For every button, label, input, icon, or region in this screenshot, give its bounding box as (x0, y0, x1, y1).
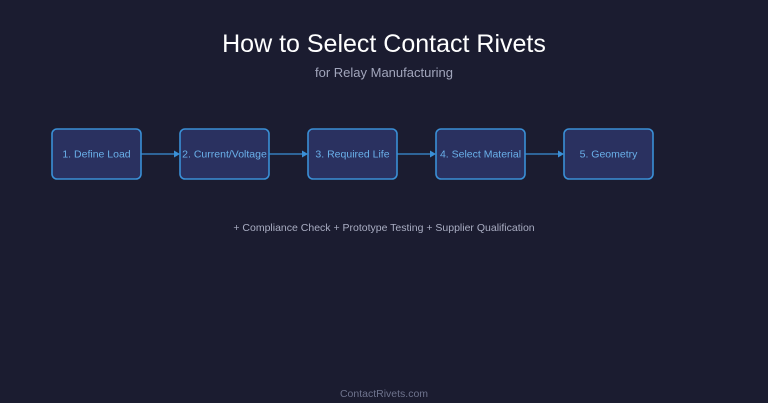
step-4-node: 4. Select Material (435, 128, 526, 180)
step-4-label: 4. Select Material (440, 149, 521, 161)
arrow-1-2 (141, 150, 180, 158)
arrow-3-4 (397, 150, 436, 158)
step-5-box (563, 128, 654, 180)
step-5-label: 5. Geometry (580, 149, 639, 161)
arrow-2-3-head (302, 150, 308, 158)
additional-steps-note: + Compliance Check + Prototype Testing +… (233, 222, 535, 234)
diagram-title: How to Select Contact Rivets (222, 30, 546, 58)
step-1-node: 1. Define Load (51, 128, 142, 180)
arrow-1-2-head (174, 150, 180, 158)
arrow-4-5 (525, 150, 564, 158)
arrow-2-3 (269, 150, 308, 158)
step-3-label: 3. Required Life (315, 149, 389, 161)
footer-website: ContactRivets.com (339, 388, 429, 400)
step-2-label: 2. Current/Voltage (182, 149, 267, 161)
arrow-4-5-head (558, 150, 564, 158)
step-5-node: 5. Geometry (563, 128, 654, 180)
step-3-node: 3. Required Life (307, 128, 398, 180)
step-2-node: 2. Current/Voltage (179, 128, 270, 180)
diagram-subtitle: for Relay Manufacturing (314, 65, 453, 80)
arrow-3-4-head (430, 150, 436, 158)
step-1-label: 1. Define Load (62, 149, 130, 161)
